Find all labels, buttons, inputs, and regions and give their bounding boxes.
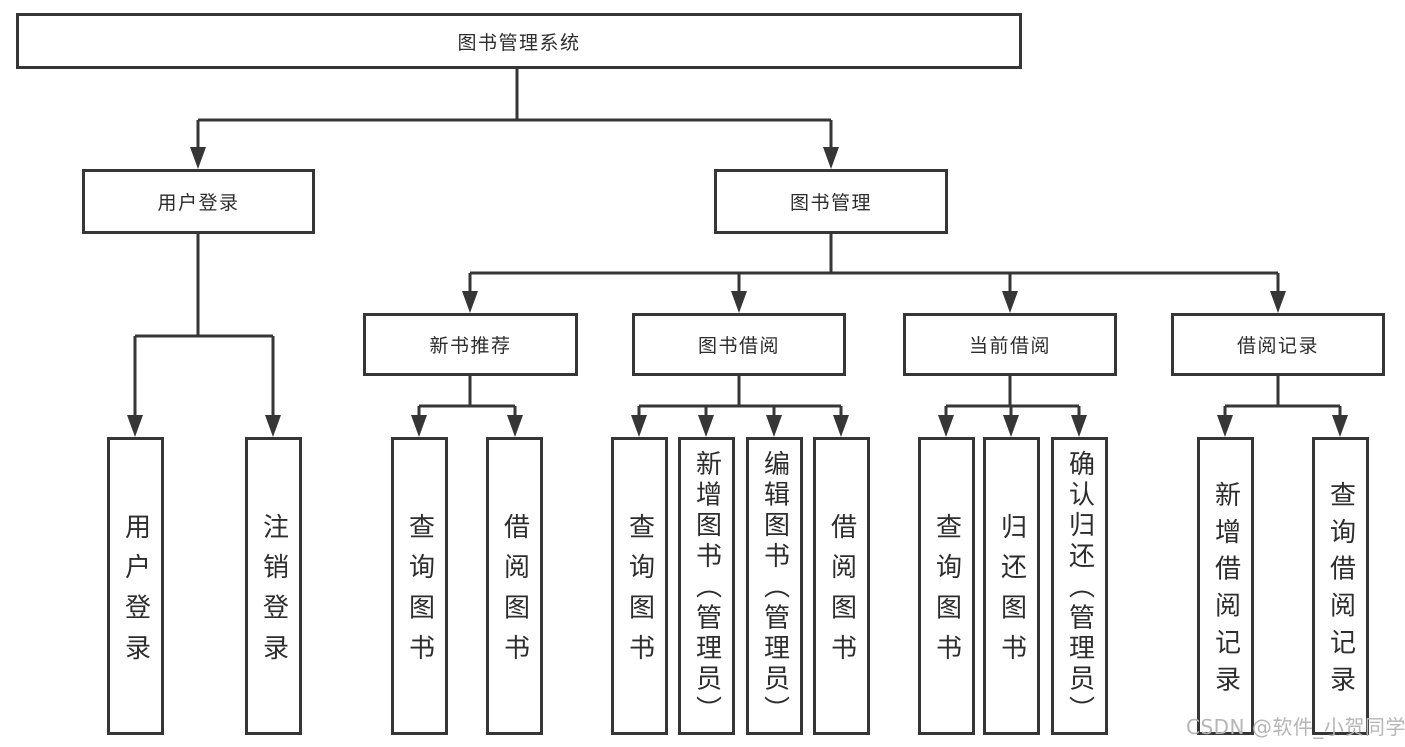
leaf-label: 编辑图书（管理员） (759, 450, 790, 727)
leaf-label: 借阅图书 (499, 512, 530, 674)
node-new-book-recommendation: 新书推荐 (363, 313, 578, 376)
node-user-login: 用户登录 (82, 169, 315, 234)
node-label: 新书推荐 (429, 335, 512, 357)
node-label: 当前借阅 (968, 335, 1051, 357)
leaf-confirm-return-admin: 确认归还（管理员） (1051, 437, 1108, 735)
leaf-add-book-admin: 新增图书（管理员） (678, 437, 735, 735)
node-label: 图书管理 (789, 192, 872, 214)
leaf-borrowing-query-books: 查询图书 (611, 437, 668, 735)
leaf-logout: 注销登录 (245, 437, 302, 735)
node-label: 图书管理系统 (457, 31, 581, 54)
leaf-query-borrow-record: 查询借阅记录 (1312, 437, 1369, 735)
watermark: CSDN @软件_小贺同学 (1186, 715, 1405, 739)
leaf-label: 查询图书 (931, 512, 962, 674)
leaf-label: 新增图书（管理员） (691, 450, 722, 727)
node-book-borrowing: 图书借阅 (632, 313, 846, 376)
node-label: 图书借阅 (697, 335, 780, 357)
leaf-newbook-query-books: 查询图书 (391, 437, 448, 735)
leaf-user-login: 用户登录 (107, 437, 164, 735)
leaf-current-query-books: 查询图书 (918, 437, 975, 735)
leaf-add-borrow-record: 新增借阅记录 (1197, 437, 1254, 735)
node-book-management: 图书管理 (714, 169, 948, 234)
leaf-label: 查询借阅记录 (1325, 480, 1356, 703)
leaf-label: 查询图书 (624, 512, 655, 674)
leaf-newbook-borrow-books: 借阅图书 (486, 437, 543, 735)
leaf-label: 用户登录 (120, 512, 151, 674)
node-borrowing-records: 借阅记录 (1171, 313, 1385, 376)
leaf-edit-book-admin: 编辑图书（管理员） (746, 437, 803, 735)
node-label: 借阅记录 (1236, 335, 1319, 357)
leaf-borrowing-borrow-books: 借阅图书 (813, 437, 870, 735)
node-label: 用户登录 (157, 192, 240, 214)
leaf-label: 查询图书 (404, 512, 435, 674)
leaf-label: 借阅图书 (826, 512, 857, 674)
node-library-management-system: 图书管理系统 (16, 13, 1022, 69)
leaf-label: 确认归还（管理员） (1064, 450, 1095, 727)
connector-path (133, 69, 1342, 419)
arrowheads (127, 147, 1348, 437)
leaf-label: 归还图书 (996, 512, 1027, 674)
node-current-borrowing: 当前借阅 (903, 313, 1117, 376)
leaf-label: 新增借阅记录 (1210, 480, 1241, 703)
leaf-return-books: 归还图书 (983, 437, 1040, 735)
leaf-label: 注销登录 (258, 512, 289, 674)
